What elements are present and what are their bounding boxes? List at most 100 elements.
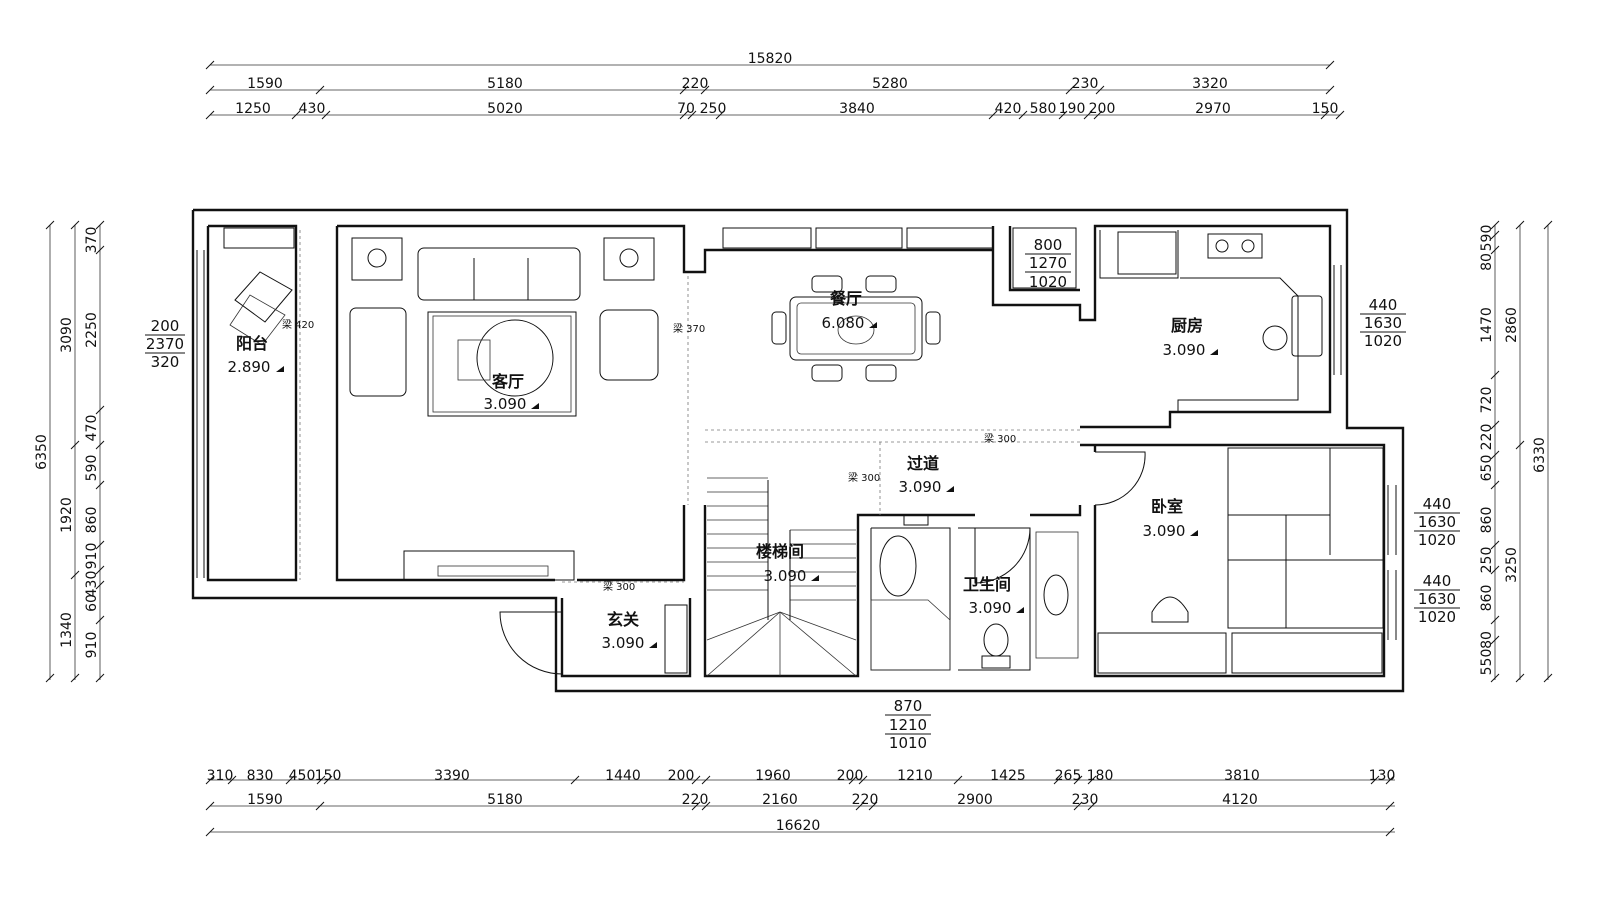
- dim-top: 190: [1059, 101, 1086, 117]
- dimension-tick: [205, 85, 215, 95]
- room-name: 过道: [907, 454, 939, 473]
- stair-winder: [779, 611, 857, 677]
- dim-bottom: 180: [1087, 768, 1114, 784]
- desk: [1097, 632, 1227, 674]
- desk-chair: [1151, 596, 1189, 623]
- room-elevation: 3.090: [602, 634, 645, 652]
- dimension-tick: [95, 245, 105, 255]
- dimension-tick: [1095, 85, 1105, 95]
- dimension-tick: [848, 775, 858, 785]
- window-height: 1270: [1029, 254, 1067, 272]
- dim-bottom: 4120: [1222, 792, 1258, 808]
- room-living: 客厅 3.090: [484, 372, 539, 413]
- dimension-tick: [1087, 801, 1097, 811]
- room-name: 客厅: [492, 372, 524, 391]
- dimension-tick: [1325, 85, 1335, 95]
- dimension-tick: [321, 110, 331, 120]
- dimension-ticks: [45, 60, 1553, 837]
- dim-right: 2860: [1504, 307, 1520, 343]
- beam-label: 梁 420: [282, 318, 314, 331]
- armchair: [349, 307, 407, 397]
- dimension-tick: [1490, 540, 1500, 550]
- bottom-dimensions: 310 830 450 150 3390 1440 200 1960 200 1…: [207, 768, 1396, 834]
- toilet: [983, 623, 1009, 657]
- dimension-tick: [858, 775, 868, 785]
- room-stair: 楼梯间 3.090: [756, 542, 819, 585]
- dimension-tick: [1515, 220, 1525, 230]
- dimension-lines: [49, 64, 1549, 833]
- dimension-tick: [70, 570, 80, 580]
- window-sill: 320: [151, 353, 180, 371]
- dimension-tick: [1073, 801, 1083, 811]
- dimension-tick: [1490, 673, 1500, 683]
- window-height: 1630: [1418, 590, 1456, 608]
- dimension-tick: [323, 775, 333, 785]
- dim-bottom: 3810: [1224, 768, 1260, 784]
- dim-top: 1590: [247, 76, 283, 92]
- dimension-tick: [1087, 775, 1097, 785]
- dimension-tick: [1515, 673, 1525, 683]
- dimension-tick: [1335, 110, 1345, 120]
- dim-left: 470: [84, 415, 100, 442]
- beam-label: 梁 370: [673, 322, 705, 335]
- dimension-tick: [1490, 245, 1500, 255]
- dimension-tick: [1370, 775, 1380, 785]
- dimension-tick: [205, 801, 215, 811]
- dim-bottom: 200: [668, 768, 695, 784]
- left-dimensions: 6350 3090 1920 1340 370 2250 470 590 860…: [34, 227, 100, 659]
- beam-lines: [299, 230, 1080, 583]
- kitchen-sink: [1291, 295, 1323, 357]
- dim-top: 5180: [487, 76, 523, 92]
- window-sill: 1020: [1029, 273, 1067, 291]
- dim-right: 80: [1479, 253, 1495, 271]
- doors: [499, 451, 1146, 675]
- sofa: [417, 247, 581, 301]
- dimension-tick: [715, 110, 725, 120]
- room-elevation: 3.090: [1163, 341, 1206, 359]
- dim-top: 5020: [487, 101, 523, 117]
- bathtub: [879, 535, 917, 597]
- dimension-tick: [95, 405, 105, 415]
- dim-right: 550: [1479, 649, 1495, 676]
- dimension-tick: [1543, 220, 1553, 230]
- room-elevation: 3.090: [899, 478, 942, 496]
- dimension-tick: [1053, 775, 1063, 785]
- room-elevation: 3.090: [1143, 522, 1186, 540]
- dimension-tick: [316, 775, 326, 785]
- dimension-tick: [45, 673, 55, 683]
- dim-left: 430: [84, 571, 100, 598]
- dimension-tick: [95, 673, 105, 683]
- dimension-tick: [700, 85, 710, 95]
- dim-left: 60: [84, 594, 100, 612]
- dim-top: 3840: [839, 101, 875, 117]
- dimension-tick: [70, 673, 80, 683]
- dimension-tick: [285, 775, 295, 785]
- dimension-tick: [315, 85, 325, 95]
- window-head: 800: [1034, 236, 1063, 254]
- dimension-tick: [95, 565, 105, 575]
- clothes-rail: [1231, 632, 1383, 674]
- dim-bottom: 450: [289, 768, 316, 784]
- dimension-tick: [70, 220, 80, 230]
- dimension-tick: [687, 110, 697, 120]
- dimension-tick: [1490, 370, 1500, 380]
- tv-cabinet: [403, 550, 575, 581]
- stair-winder: [706, 611, 781, 641]
- dimension-tick: [570, 775, 580, 785]
- stair-winder: [706, 611, 781, 677]
- dim-right: 650: [1479, 455, 1495, 482]
- room-name: 阳台: [236, 334, 268, 353]
- window-spec-bedroom-lower: 440 1630 1020: [1414, 572, 1460, 626]
- room-bedroom: 卧室 3.090: [1143, 497, 1198, 540]
- washbasin: [1043, 574, 1069, 616]
- lounge-chair: [234, 271, 293, 323]
- dimension-tick: [205, 110, 215, 120]
- dim-bottom-total: 16620: [776, 818, 821, 834]
- window-height: 2370: [146, 335, 184, 353]
- dim-right: 250: [1479, 547, 1495, 574]
- dim-bottom: 220: [852, 792, 879, 808]
- dim-bottom: 1210: [897, 768, 933, 784]
- dimension-tick: [1065, 85, 1075, 95]
- shoe-cabinet: [664, 604, 688, 674]
- room-name: 卫生间: [963, 575, 1011, 594]
